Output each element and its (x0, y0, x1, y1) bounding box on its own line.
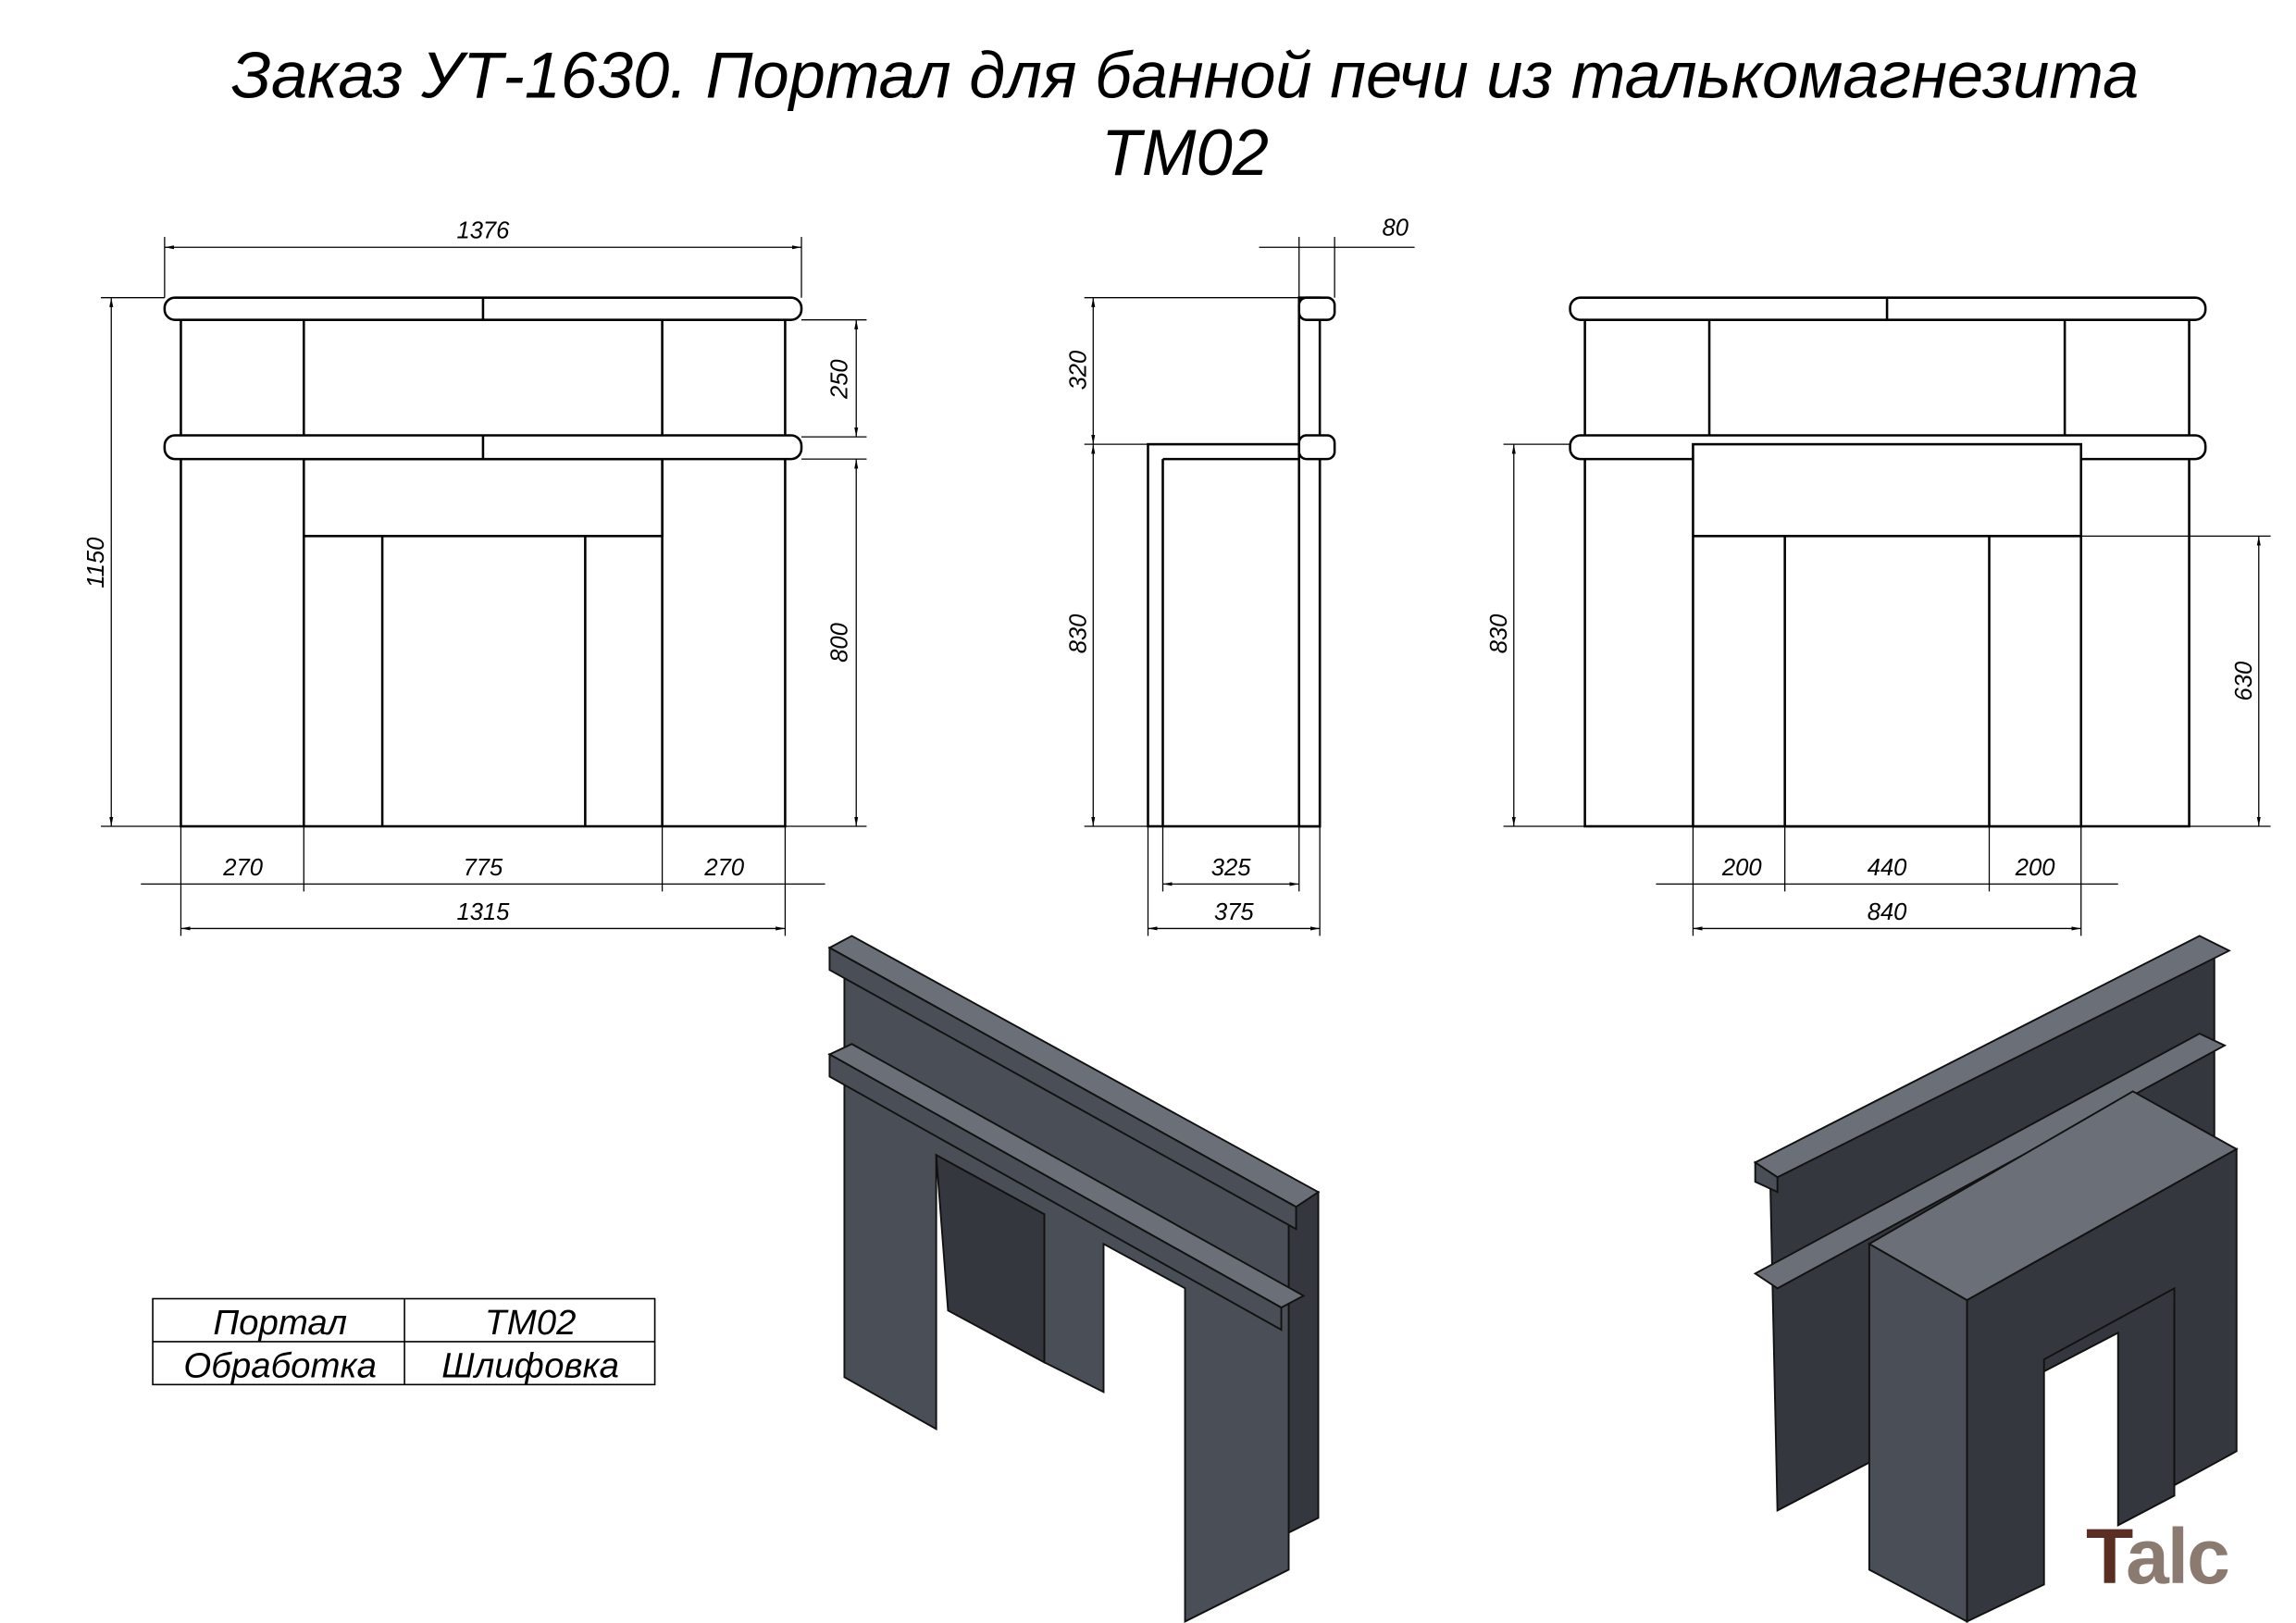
back-view: 830 630 200 440 200 840 (1486, 296, 2271, 936)
dim-800: 800 (827, 622, 853, 662)
dim-80: 80 (1383, 215, 1409, 241)
logo-letter-t: T (2086, 1513, 2128, 1600)
dim-775: 775 (464, 855, 503, 881)
side-view: 80 320 830 325 375 (1065, 215, 1415, 936)
dim-1376: 1376 (456, 218, 510, 244)
spec-table: Портал ТМ02 Обработка Шлифовка (152, 1297, 656, 1385)
dim-630: 630 (2231, 661, 2257, 700)
dim-320: 320 (1065, 350, 1091, 390)
dim-830-back: 830 (1486, 613, 1512, 653)
dim-250: 250 (827, 359, 853, 400)
table-label-portal: Портал (213, 1303, 347, 1343)
dim-325: 325 (1211, 855, 1251, 881)
dim-840: 840 (1868, 899, 1907, 925)
table-label-processing: Обработка (183, 1345, 377, 1385)
isometric-render-front (827, 935, 1321, 1623)
dim-1150: 1150 (83, 537, 109, 588)
dim-270-right: 270 (703, 855, 744, 881)
dim-1315: 1315 (456, 899, 510, 925)
dim-375: 375 (1214, 899, 1254, 925)
title-line-1: Заказ УТ-1630. Портал для банной печи из… (231, 39, 2140, 112)
table-value-processing: Шлифовка (441, 1345, 619, 1385)
dim-270-left: 270 (222, 855, 263, 881)
table-value-model: ТМ02 (485, 1303, 577, 1343)
title-line-2: ТМ02 (1101, 116, 1269, 189)
isometric-render-back (1753, 935, 2239, 1623)
dim-200-left: 200 (1721, 855, 1762, 881)
dim-200-right: 200 (2015, 855, 2055, 881)
dim-440: 440 (1868, 855, 1907, 881)
logo-rest: alc (2126, 1513, 2230, 1600)
dim-830: 830 (1065, 613, 1091, 653)
front-view: 1376 1150 250 800 270 775 270 1315 (83, 218, 867, 936)
talc-logo: Talc (2086, 1518, 2230, 1595)
